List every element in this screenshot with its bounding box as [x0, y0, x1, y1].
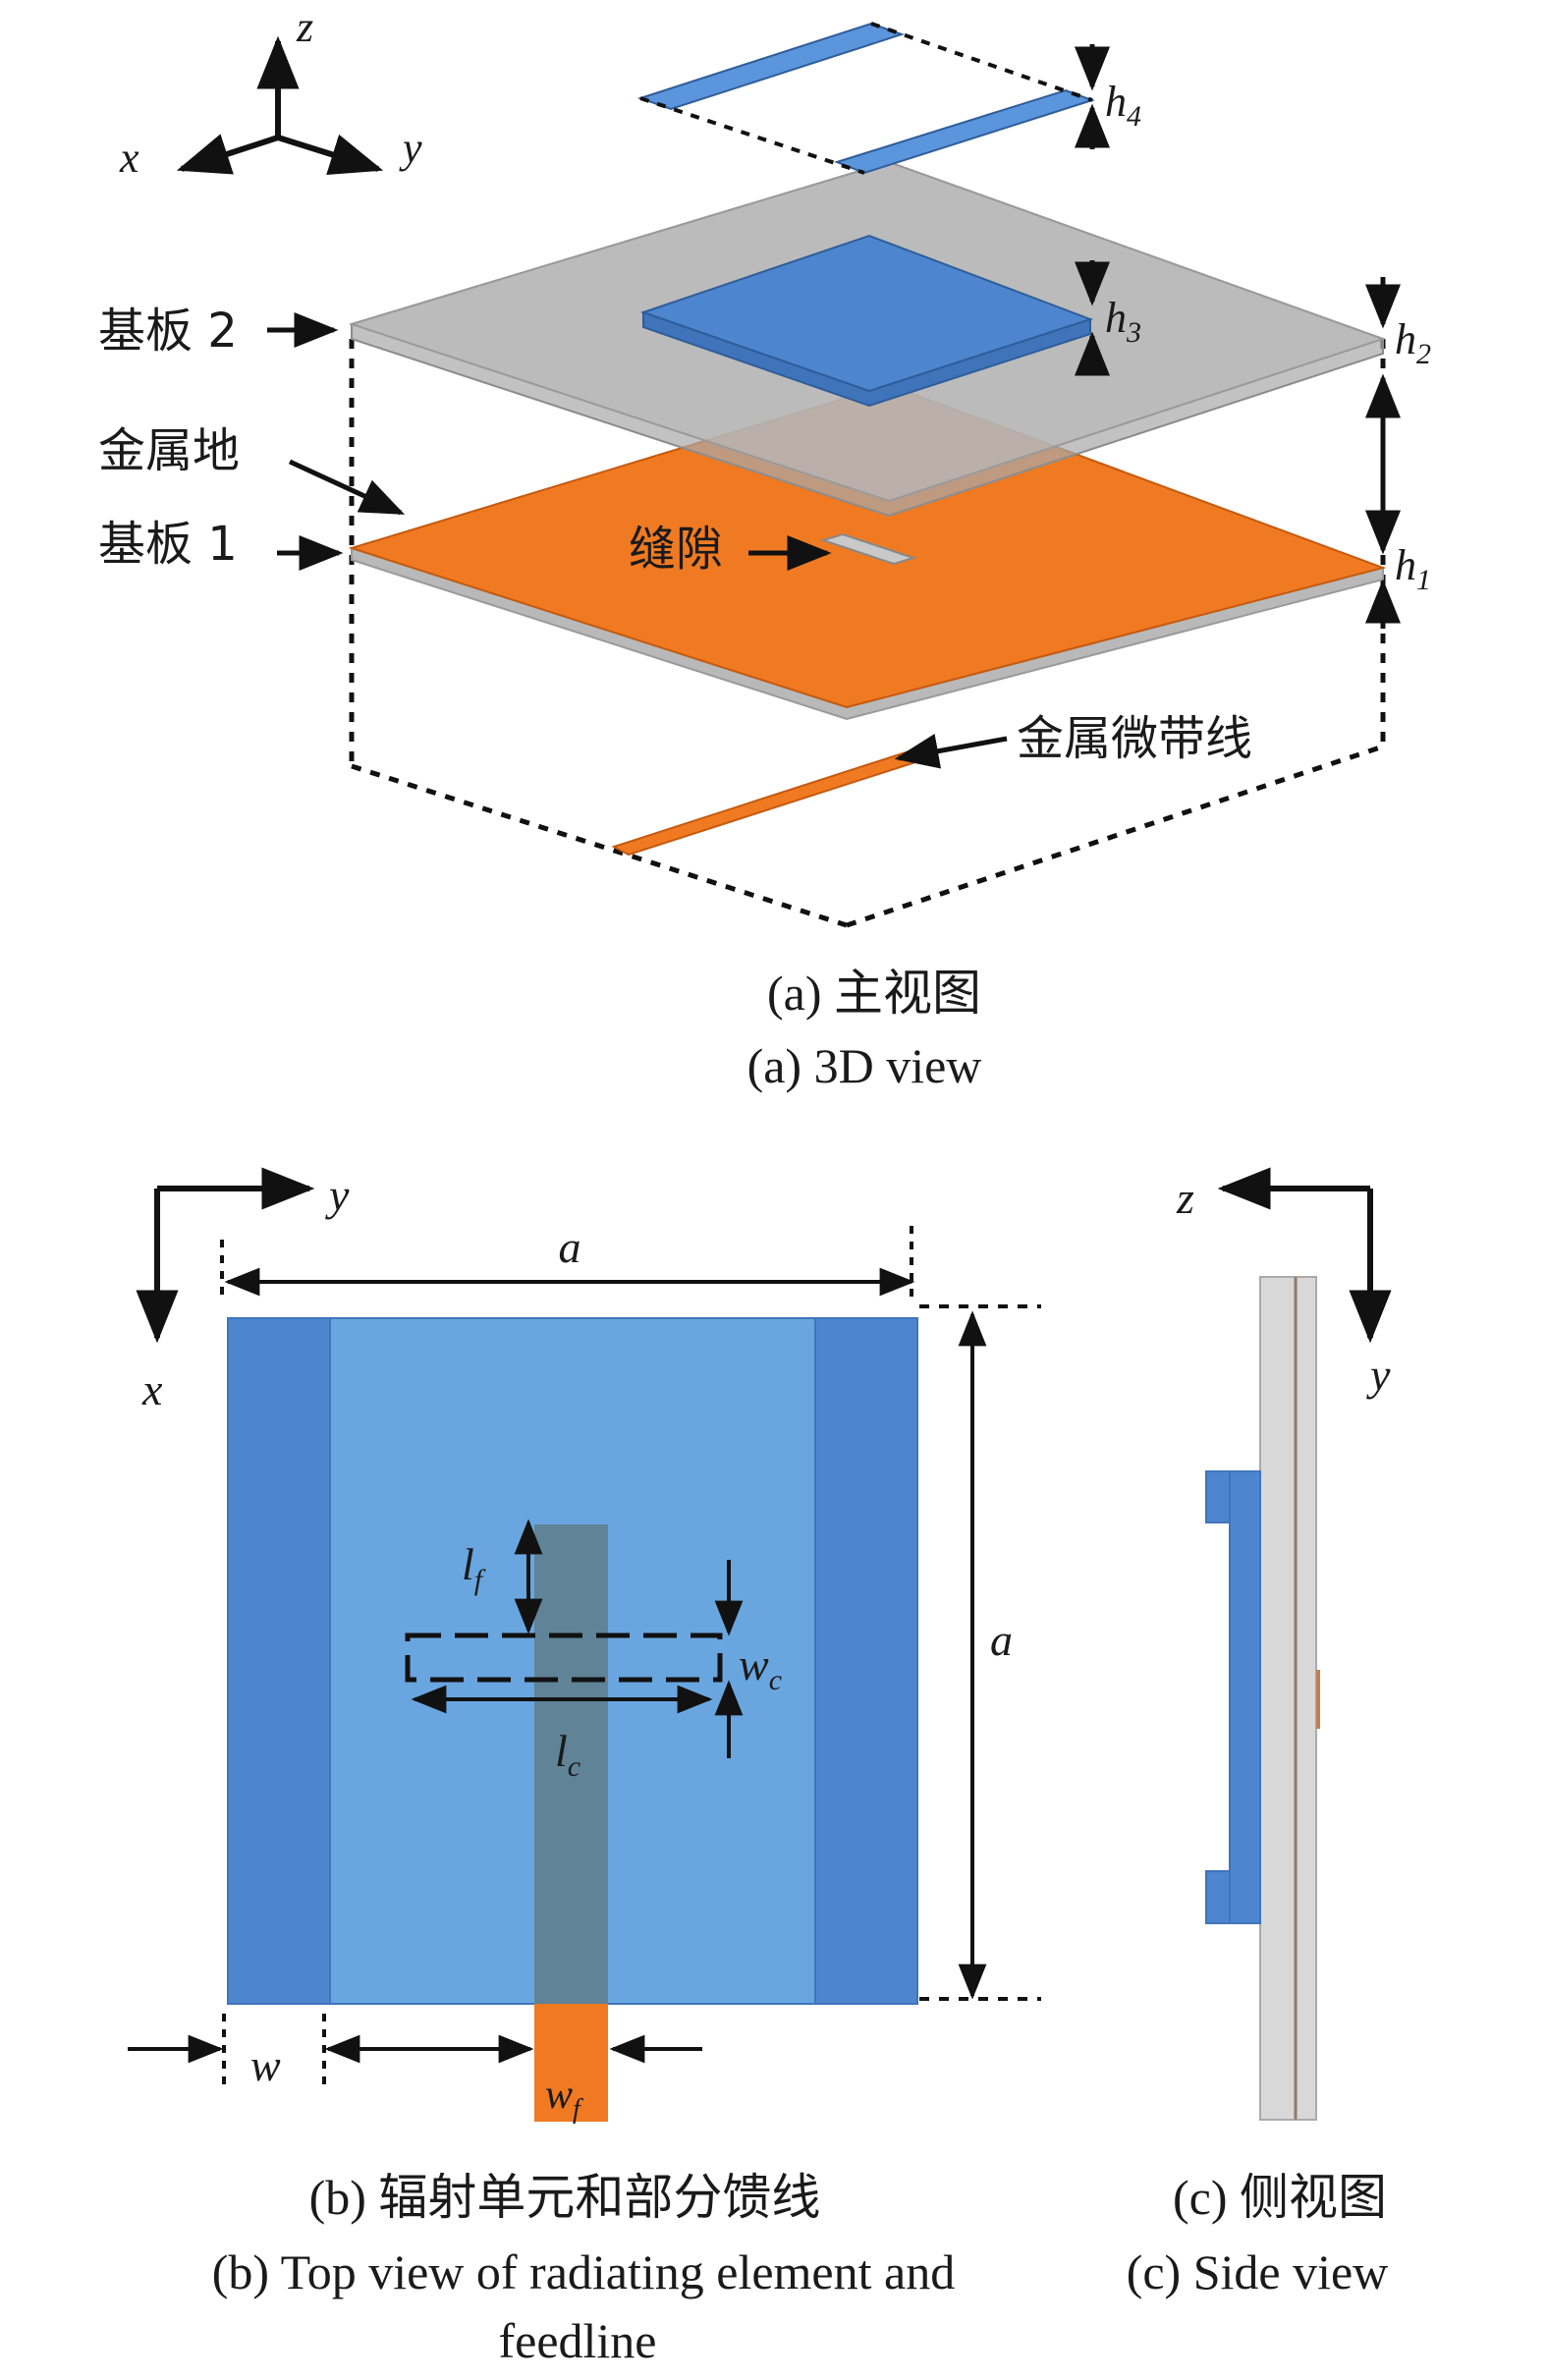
parasitic-strip-left	[636, 22, 906, 111]
parasitic-strip-right	[833, 88, 1096, 175]
axis-x-label-b: x	[141, 1364, 163, 1414]
dim-wc: w	[739, 1639, 769, 1689]
axis-z-label-c: z	[1176, 1173, 1194, 1223]
caption-b-en-line1: (b) Top view of radiating element and	[212, 2244, 955, 2299]
svg-text:wc: wc	[739, 1639, 782, 1696]
axis-y-label-b: y	[325, 1170, 350, 1220]
label-ground: 金属地	[98, 423, 240, 478]
parasitic-strips	[636, 22, 1096, 175]
microstrip-feedline	[611, 749, 920, 857]
axis-y-label: y	[399, 124, 422, 172]
dim-a-side: a	[990, 1615, 1013, 1665]
svg-text:lc: lc	[555, 1726, 580, 1783]
svg-text:h1: h1	[1395, 541, 1431, 596]
dim-h2-sub: 2	[1416, 338, 1431, 370]
dim-h4: h	[1105, 78, 1127, 126]
dim-wc-sub: c	[769, 1664, 782, 1696]
view-b-top: y x	[128, 1167, 1041, 2368]
label-microstrip: 金属微带线	[1017, 711, 1252, 766]
dim-h4-sub: 4	[1127, 100, 1141, 133]
dim-h1: h	[1395, 541, 1416, 589]
caption-a-en: (a) 3D view	[747, 1038, 982, 1093]
slot-outline	[405, 1633, 723, 1683]
side-feedline	[1316, 1670, 1320, 1729]
coupling-slot	[819, 532, 917, 566]
view-a-axes	[176, 35, 384, 176]
feedline-under-patch	[534, 1524, 608, 2004]
dim-lf: l	[462, 1539, 474, 1589]
caption-c-cn: (c) 侧视图	[1173, 2170, 1387, 2225]
svg-text:h2: h2	[1395, 315, 1431, 370]
caption-c-en: (c) Side view	[1127, 2244, 1389, 2299]
caption-a-cn: (a) 主视图	[767, 966, 981, 1021]
svg-text:h3: h3	[1105, 294, 1141, 349]
dim-w: w	[250, 2040, 281, 2090]
svg-text:wf: wf	[545, 2073, 583, 2125]
dim-h3-sub: 3	[1126, 316, 1141, 349]
axis-x-label: x	[119, 134, 139, 182]
dim-wf-sub: f	[573, 2094, 583, 2125]
side-substrate2	[1259, 1276, 1296, 2121]
caption-b-en-line2: feedline	[498, 2313, 656, 2368]
svg-text:h4: h4	[1105, 78, 1141, 133]
parasitic-strip-left-top	[227, 1317, 331, 2005]
dim-h3: h	[1105, 294, 1127, 342]
parasitic-strip-right-top	[814, 1317, 918, 2005]
label-substrate1: 基板 1	[98, 517, 238, 572]
label-slot: 缝隙	[629, 522, 723, 577]
dim-h2: h	[1395, 315, 1416, 363]
dim-h1-sub: 1	[1416, 564, 1431, 596]
side-substrate1	[1296, 1276, 1317, 2121]
dim-lc-sub: c	[568, 1750, 580, 1783]
main-patch	[639, 234, 1094, 393]
dim-a-top: a	[559, 1222, 581, 1272]
caption-b-cn: (b) 辐射单元和部分馈线	[309, 2170, 821, 2225]
view-c-side: z y (c) 侧视图 (c) Side view	[1127, 1167, 1392, 2299]
view-a-3d: z x y	[98, 3, 1431, 1093]
axis-z-label: z	[296, 3, 313, 51]
label-substrate2: 基板 2	[98, 304, 238, 359]
dim-wf: w	[545, 2073, 573, 2118]
side-patch	[1205, 1470, 1261, 1924]
dim-lc: l	[555, 1726, 568, 1776]
axis-y-label-c: y	[1366, 1350, 1391, 1400]
feedline-top	[534, 2004, 608, 2122]
